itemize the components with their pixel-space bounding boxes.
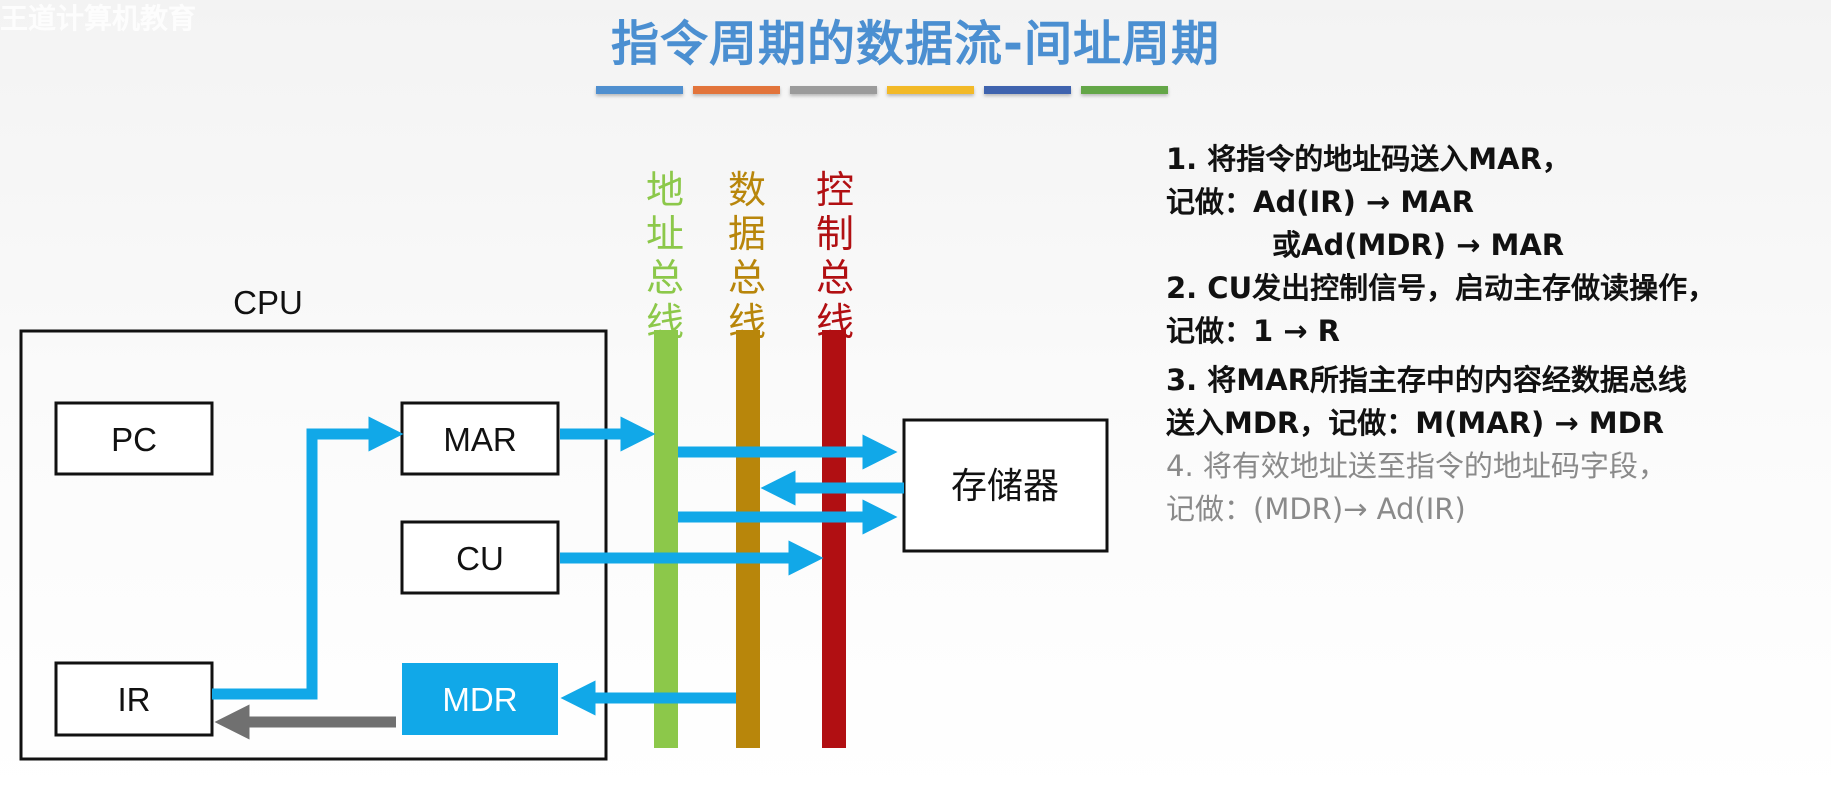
mdr-label: MDR <box>442 681 517 718</box>
cpu-outline <box>19 329 608 761</box>
pc-label: PC <box>111 421 157 458</box>
step-line: 3. 将MAR所指主存中的内容经数据总线 <box>1166 363 1687 397</box>
memory-label: 存储器 <box>951 466 1059 507</box>
stripe <box>693 86 780 94</box>
address-bus <box>654 330 678 748</box>
stripe <box>984 86 1071 94</box>
memory-box <box>902 418 1109 553</box>
step-list: 1. 将指令的地址码送入MAR， 记做：Ad(IR) → MAR 或Ad(MDR) … <box>1166 138 1826 531</box>
mar-register <box>400 401 560 476</box>
step-line: 送入MDR，记做：M(MAR) → MDR <box>1166 406 1665 440</box>
stripe <box>887 86 974 94</box>
ir-label: IR <box>118 681 151 718</box>
step-line: 记做：(MDR)→ Ad(IR) <box>1166 492 1466 526</box>
pc-register <box>54 401 214 476</box>
data-bus-label: 数据总线 <box>727 168 766 344</box>
data-bus <box>736 330 760 748</box>
arrow-ir-to-mar <box>212 416 404 700</box>
cu-label: CU <box>456 540 504 577</box>
step-line: 记做：1 → R <box>1166 314 1341 348</box>
cpu-label: CPU <box>233 284 303 321</box>
step-line: 记做：Ad(IR) → MAR <box>1166 185 1474 219</box>
step-line: 或Ad(MDR) → MAR <box>1272 228 1565 262</box>
page-title: 指令周期的数据流-间址周期 <box>611 16 1220 72</box>
step-line: 1. 将指令的地址码送入MAR， <box>1166 142 1571 176</box>
title-color-stripes <box>596 86 1168 94</box>
control-bus <box>822 330 846 748</box>
stripe <box>790 86 877 94</box>
mar-label: MAR <box>443 421 516 458</box>
watermark-text: 王道计算机教育 <box>0 2 197 35</box>
mdr-register <box>402 663 558 735</box>
stripe <box>596 86 683 94</box>
address-bus-label: 地址总线 <box>645 168 684 344</box>
step-line: 4. 将有效地址送至指令的地址码字段， <box>1166 449 1667 483</box>
control-bus-label: 控制总线 <box>815 168 854 344</box>
stripe <box>1081 86 1168 94</box>
cu-unit <box>400 520 560 595</box>
step-line: 2. CU发出控制信号，启动主存做读操作， <box>1166 271 1717 305</box>
ir-register <box>54 661 214 737</box>
